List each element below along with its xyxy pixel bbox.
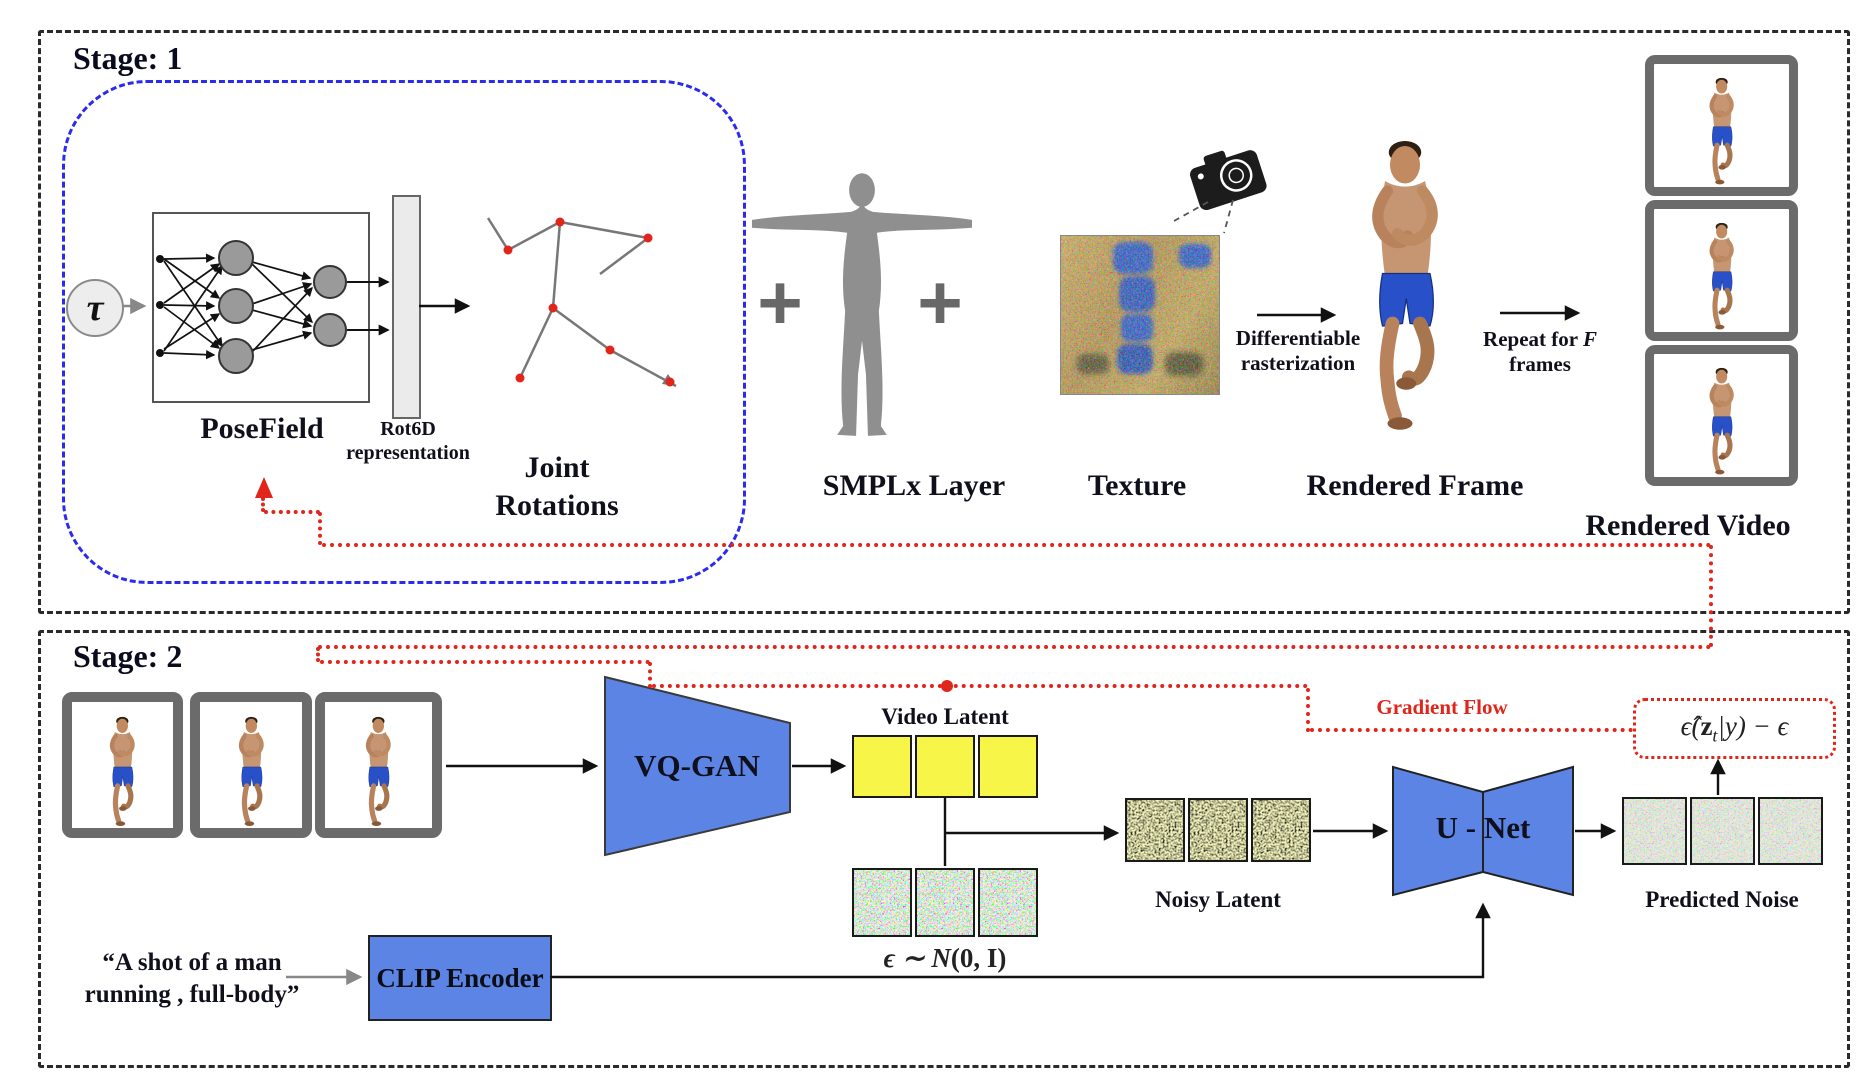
predicted-noise-label: Predicted Noise [1645,887,1799,912]
gradient-flow-path-segment [261,497,265,512]
video-latent-square [852,735,912,798]
diff-raster-label-line1: Differentiable [1235,326,1361,350]
gradient-flow-path-segment [316,647,320,662]
joint-rotations-label-line1: Joint [524,451,590,484]
texture-image [1060,235,1220,395]
noise-formula: ϵ ∼ N(0, I) [883,943,1007,973]
video-latent-square [915,735,975,798]
gradient-flow-path-segment [648,662,652,688]
joint-rotations-label-line2: Rotations [495,489,619,522]
noise-sample-square [978,868,1038,937]
stage2-border [38,630,1850,1068]
plus-icon: + [917,258,963,346]
input-video-frame [190,692,312,838]
texture-label: Texture [1087,469,1187,502]
predicted-noise-square [1758,797,1823,865]
noisy-latent-square [1251,798,1311,862]
video-latent-label: Video Latent [881,704,1009,729]
rot6d-label-line1: Rot6D [380,418,436,440]
stage1-border [38,30,1850,614]
posefield-box [152,212,370,403]
noise-sample-square [915,868,975,937]
noisy-latent-square [1125,798,1185,862]
tau-node: τ [66,279,124,337]
gradient-flow-path-segment [264,510,320,514]
noisy-latent-label: Noisy Latent [1155,887,1281,912]
noisy-latent-square [1188,798,1248,862]
gradient-flow-path-segment [322,543,1712,547]
gradient-flow-path-segment [1310,728,1633,732]
predicted-noise-square [1622,797,1687,865]
posefield-label: PoseField [200,412,324,445]
repeat-frames-label-line1: Repeat for F [1483,327,1597,351]
stage1-label: Stage: 1 [73,40,183,76]
rot6d-bar [392,195,421,419]
loss-box: ϵ̂(zt|y) − ϵ [1633,698,1836,759]
prompt-text-line2: running , full-body” [84,981,300,1008]
gradient-flow-path-segment [652,684,1308,688]
prompt-text-line1: “A shot of a man [102,949,282,976]
video-latent-square [978,735,1038,798]
clip-encoder-label: CLIP Encoder [376,962,544,993]
loss-formula: ϵ̂(zt|y) − ϵ [1680,710,1789,746]
unet-label: U - Net [1435,810,1531,845]
gradient-flow-path-segment [1306,688,1310,732]
rendered-video-frame [1645,345,1798,486]
diff-raster-label-line2: rasterization [1240,351,1356,375]
repeat-frames-label-line2: frames [1509,352,1571,376]
predicted-noise-square [1690,797,1755,865]
input-video-frame [62,692,183,838]
posefield-region-box [62,80,746,584]
plus-icon: + [757,258,803,346]
tau-symbol: τ [86,287,104,329]
rendered-video-frame [1645,200,1798,341]
smplx-label: SMPLx Layer [822,469,1006,502]
stage2-label: Stage: 2 [73,638,183,674]
gradient-flow-path-segment [318,645,1712,649]
gradient-flow-path-segment [1709,545,1713,647]
gradient-flow-path-segment [320,660,650,664]
rendered-video-label: Rendered Video [1585,509,1791,542]
rendered-frame-label: Rendered Frame [1306,469,1524,502]
gradient-flow-label: Gradient Flow [1376,695,1508,719]
rot6d-label-line2: representation [346,442,470,464]
vqgan-label: VQ-GAN [634,748,760,783]
rendered-video-frame [1645,55,1798,196]
input-video-frame [315,692,442,838]
gradient-flow-path-segment [318,512,322,545]
clip-encoder-box: CLIP Encoder [368,935,552,1021]
gradient-junction-dot [941,680,953,692]
noise-sample-square [852,868,912,937]
